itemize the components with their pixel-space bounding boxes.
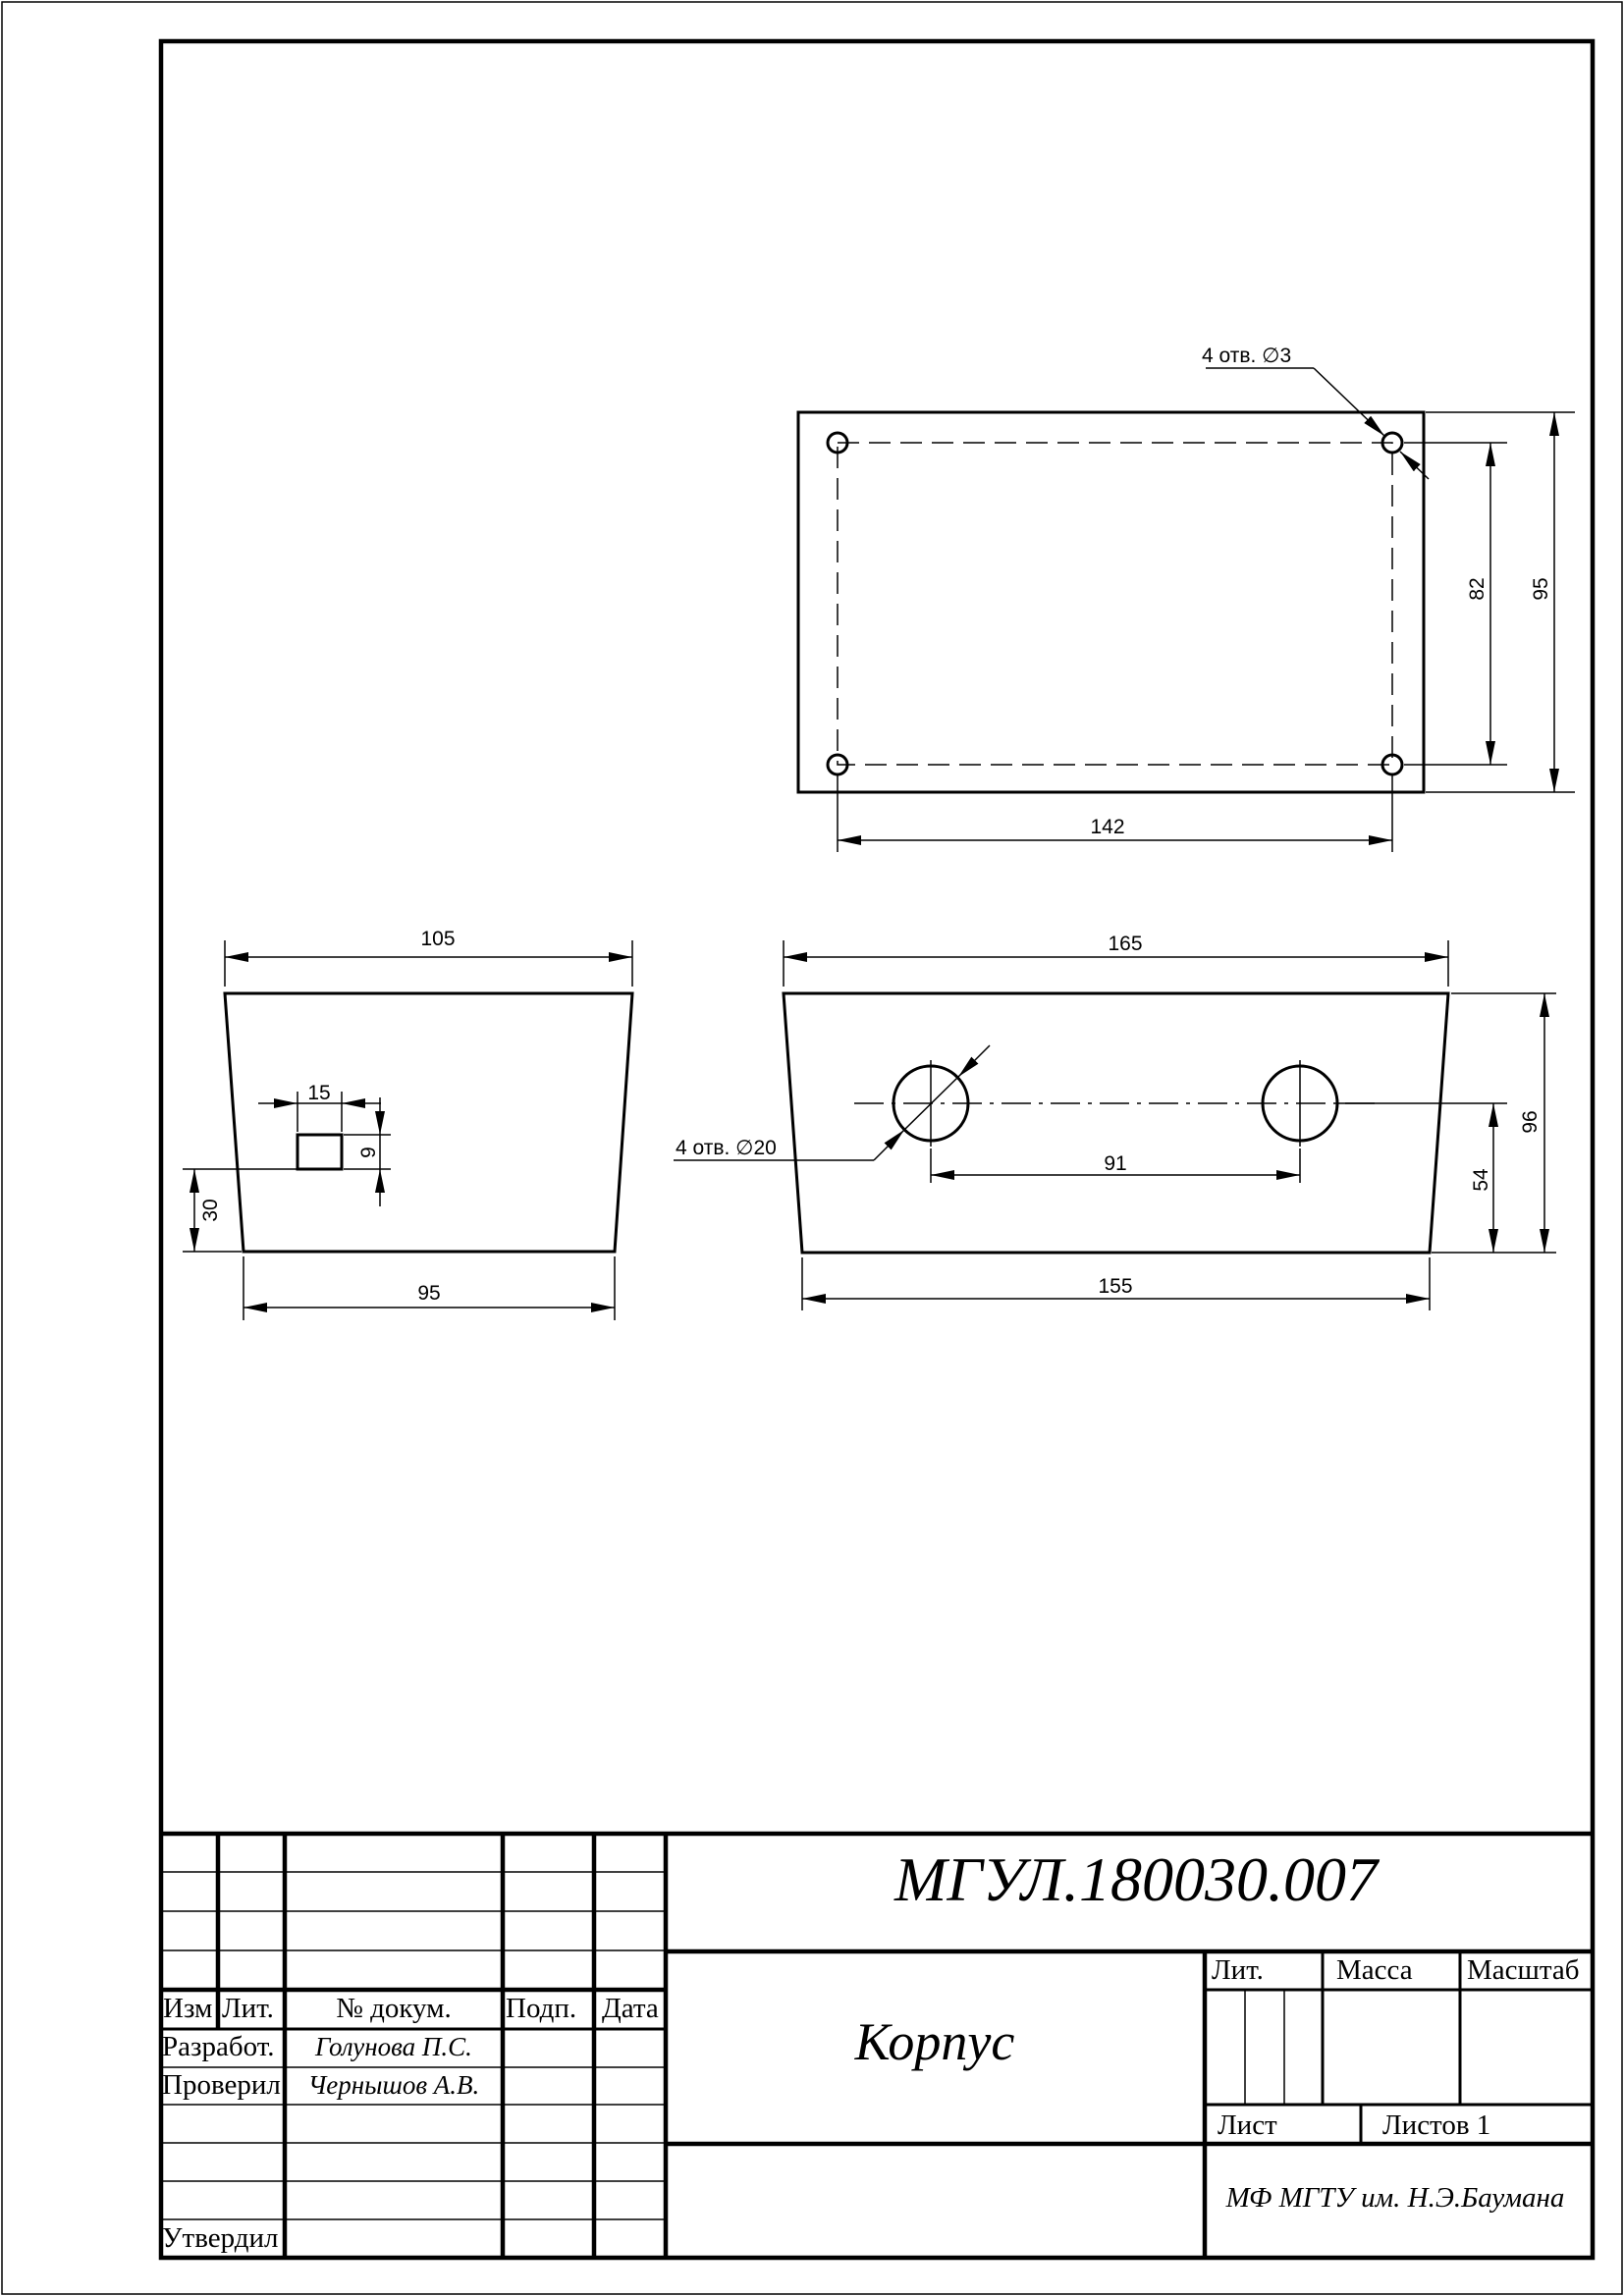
header-lit: Лит. bbox=[222, 1993, 274, 2024]
document-designation: МГУЛ.180030.007 bbox=[893, 1844, 1380, 1914]
front-view-outline bbox=[782, 991, 1450, 1255]
side-view: 105 95 15 9 30 bbox=[183, 928, 634, 1320]
top-view-holes-callout: 4 отв. ∅3 bbox=[1202, 345, 1291, 367]
info-sheets-label: Листов 1 bbox=[1382, 2109, 1490, 2141]
top-view: 4 отв. ∅3 142 82 95 bbox=[796, 345, 1575, 852]
checker-name: Чернышов А.В. bbox=[308, 2070, 480, 2100]
top-view-hole bbox=[826, 753, 849, 776]
role-developed: Разработ. bbox=[162, 2031, 274, 2062]
header-signature: Подп. bbox=[506, 1993, 576, 2024]
side-view-top-width-dimension: 105 bbox=[420, 928, 455, 950]
header-date: Дата bbox=[602, 1993, 659, 2024]
front-view: 165 155 91 96 54 4 отв. ∅20 bbox=[674, 933, 1556, 1310]
front-view-bottom-width-dimension: 155 bbox=[1098, 1275, 1132, 1298]
top-view-hole bbox=[1380, 431, 1404, 454]
role-approved: Утвердил bbox=[162, 2222, 278, 2254]
header-doc-number: № докум. bbox=[336, 1993, 452, 2024]
header-izm: Изм bbox=[163, 1993, 212, 2024]
side-view-slot-height-dimension: 9 bbox=[357, 1147, 380, 1158]
top-view-hole bbox=[1380, 753, 1404, 776]
side-view-slot-width-dimension: 15 bbox=[307, 1082, 330, 1104]
info-mass-label: Масса bbox=[1336, 1954, 1413, 1986]
side-view-outline bbox=[223, 991, 634, 1254]
side-view-slot-elevation-dimension: 30 bbox=[199, 1199, 222, 1221]
top-view-outline bbox=[796, 410, 1426, 794]
top-view-hole bbox=[826, 431, 849, 454]
front-view-holes-callout: 4 отв. ∅20 bbox=[676, 1137, 777, 1159]
side-view-bottom-width-dimension: 95 bbox=[417, 1282, 440, 1305]
top-view-hole-spacing-dimension: 82 bbox=[1466, 577, 1489, 600]
organization-name: МФ МГТУ им. Н.Э.Баумана bbox=[1225, 2182, 1565, 2214]
info-sheet-label: Лист bbox=[1218, 2109, 1277, 2141]
drawing-frame bbox=[158, 38, 1596, 2261]
info-scale-label: Масштаб bbox=[1467, 1954, 1580, 1986]
front-view-top-width-dimension: 165 bbox=[1108, 933, 1142, 955]
role-checked: Проверил bbox=[162, 2069, 281, 2101]
top-view-hole-pattern bbox=[837, 442, 1393, 766]
front-view-height-dimension: 96 bbox=[1519, 1110, 1542, 1133]
side-view-slot bbox=[296, 1133, 344, 1171]
top-view-height-dimension: 95 bbox=[1530, 577, 1552, 600]
title-block: МГУЛ.180030.007 Корпус МФ МГТУ им. Н.Э.Б… bbox=[161, 1831, 1593, 2258]
top-view-width-dimension: 142 bbox=[1090, 816, 1124, 838]
front-view-hole-elevation-dimension: 54 bbox=[1470, 1168, 1492, 1192]
info-lit-label: Лит. bbox=[1212, 1954, 1264, 1986]
developer-name: Голунова П.С. bbox=[314, 2032, 472, 2061]
front-view-hole-spacing-dimension: 91 bbox=[1104, 1152, 1126, 1175]
part-name: Корпус bbox=[854, 2012, 1015, 2071]
